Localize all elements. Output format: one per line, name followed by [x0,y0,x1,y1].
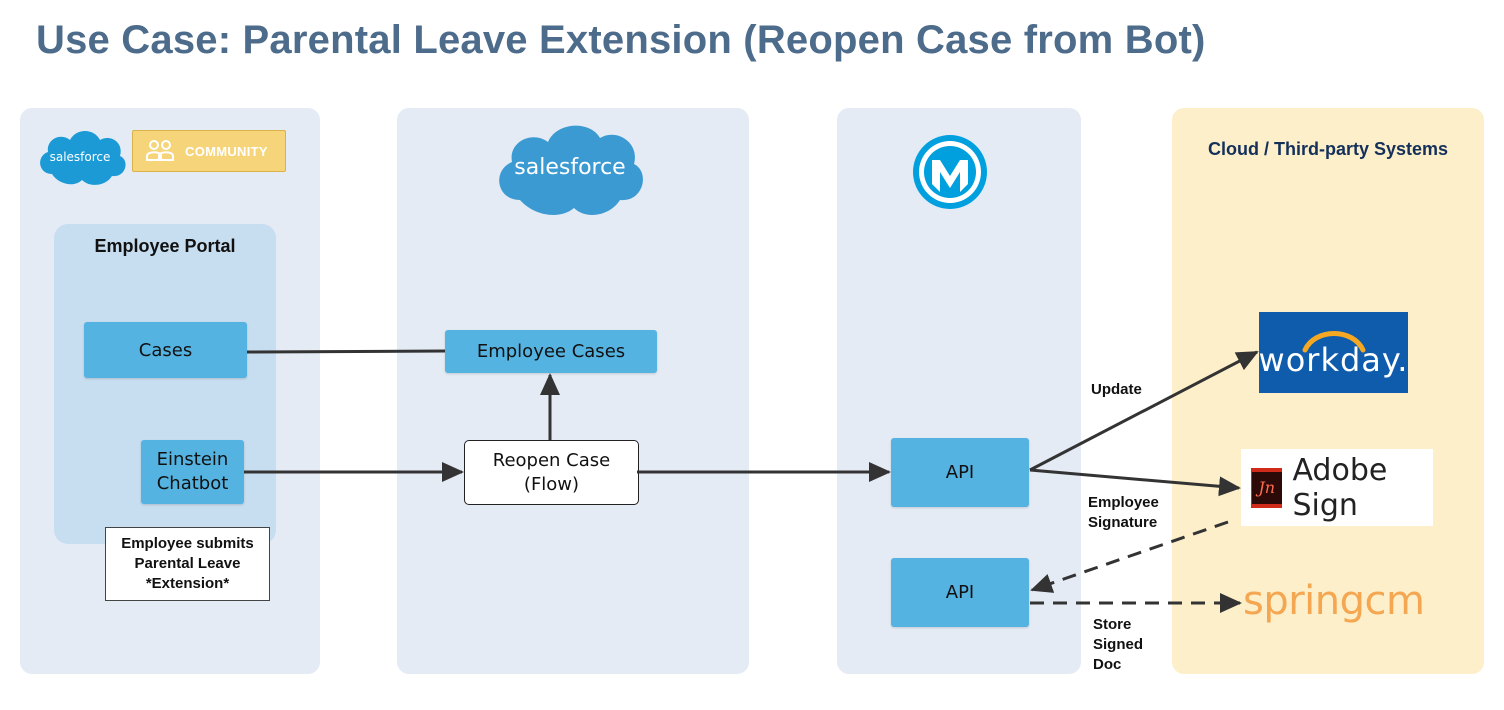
store-line-2: Signed [1093,636,1144,653]
salesforce-small-label: salesforce [50,150,111,164]
employee-cases-box[interactable]: Employee Cases [445,330,657,373]
note-line-1: Employee submits [121,535,254,552]
employee-submits-note: Employee submits Parental Leave *Extensi… [105,527,270,601]
employee-signature-label: Employee Signature [1088,493,1159,533]
thirdparty-title: Cloud / Third-party Systems [1207,139,1449,159]
cases-to-employee-cases-line [246,349,446,354]
workday-label: workday. [1258,341,1409,379]
adobe-sign-label: Adobe Sign [1292,452,1388,523]
workday-logo[interactable]: workday. [1259,312,1408,393]
mulesoft-icon [913,135,987,209]
store-line-1: Store [1093,616,1132,633]
store-signed-doc-label: Store Signed Doc [1093,615,1143,675]
reopen-case-flow-box[interactable]: Reopen Case (Flow) [464,440,639,505]
api-box-2[interactable]: API [891,558,1029,627]
note-line-3: *Extension* [145,575,230,592]
adobe-sign-logo[interactable]: Jn Adobe Sign [1241,449,1433,526]
chatbot-line-1: Einstein [156,449,229,470]
update-label: Update [1091,381,1142,398]
adobe-sign-icon: Jn [1251,467,1283,508]
api-to-workday-arrow [1029,350,1259,472]
store-line-3: Doc [1093,656,1122,673]
flow-line-1: Reopen Case [492,449,611,471]
adobe-to-api2-dashed-arrow [1030,520,1229,593]
flow-line-2: (Flow) [523,473,580,495]
community-badge: COMMUNITY [132,130,286,172]
salesforce-cloud-icon: salesforce [499,125,643,215]
employee-portal-title: Employee Portal [94,236,236,256]
note-line-2: Parental Leave [134,555,241,572]
workday-arc-icon [1302,331,1366,353]
signature-line-1: Employee [1088,494,1159,511]
community-badge-label: COMMUNITY [185,143,268,159]
salesforce-label: salesforce [514,155,625,180]
salesforce-cloud-small-icon: salesforce [40,131,126,185]
signature-line-2: Signature [1088,514,1158,531]
cases-box[interactable]: Cases [84,322,247,378]
page-title: Use Case: Parental Leave Extension (Reop… [36,18,1206,62]
api-to-adobe-arrow [1029,468,1241,497]
einstein-chatbot-box[interactable]: Einstein Chatbot [141,440,244,504]
api-box-1[interactable]: API [891,438,1029,507]
chatbot-line-2: Chatbot [156,473,229,494]
people-icon [146,140,174,161]
springcm-logo[interactable]: springcm [1243,578,1425,624]
